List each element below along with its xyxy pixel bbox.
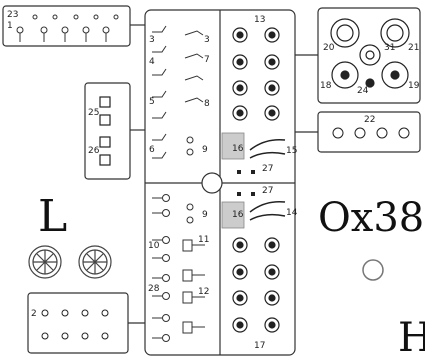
pins-part-27 — [237, 170, 255, 196]
part-number-15: 15 — [286, 146, 298, 156]
wheel-frame-parts — [330, 18, 410, 89]
part-number-25: 25 — [88, 108, 100, 118]
frame-part-2 — [27, 292, 129, 354]
frame-parts-25-26 — [84, 82, 131, 180]
part-16-upper — [221, 132, 245, 160]
part-number-18: 18 — [320, 81, 332, 91]
part-number-10: 10 — [148, 241, 160, 251]
part-number-2: 2 — [31, 309, 37, 319]
hub-row-1 — [232, 27, 280, 43]
wheel-rim-19 — [381, 61, 409, 89]
part-number-16b: 16 — [232, 210, 244, 220]
hub-row-5 — [232, 237, 280, 253]
arms-parts-14-15 — [249, 138, 286, 221]
big-text-right: Ox38 — [318, 196, 425, 240]
part-number-4: 4 — [149, 57, 155, 67]
part-number-26: 26 — [88, 146, 100, 156]
pegs-part-22 — [332, 127, 410, 139]
part-number-14: 14 — [286, 208, 298, 218]
part-number-16a: 16 — [232, 144, 244, 154]
big-letter-bottom: H — [398, 316, 425, 360]
part-number-11: 11 — [198, 235, 210, 245]
pegs-part-23 — [16, 14, 119, 42]
part-number-9a: 9 — [202, 145, 208, 155]
part-number-20: 20 — [323, 43, 335, 53]
part-number-8: 8 — [204, 99, 210, 109]
part-number-27b: 27 — [262, 186, 274, 196]
part-number-3b: 3 — [204, 35, 210, 45]
star-part-24 — [365, 78, 375, 88]
hub-row-4 — [232, 105, 280, 121]
gear-wheel-21 — [380, 18, 410, 48]
part-16-lower — [221, 201, 245, 229]
hub-row-6 — [232, 264, 280, 280]
sprue-gate-ring — [201, 172, 223, 194]
middle-column-parts — [182, 30, 205, 334]
part-number-13: 13 — [254, 15, 266, 25]
pegs-part-2 — [41, 309, 109, 340]
part-number-3a: 3 — [149, 35, 155, 45]
part-number-24: 24 — [357, 86, 369, 96]
hub-row-2 — [232, 54, 280, 70]
gear-wheel-20 — [330, 18, 360, 48]
part-number-1: 1 — [7, 21, 13, 31]
spoked-wheels-L — [28, 245, 112, 279]
empty-ring — [362, 259, 384, 281]
big-letter-left: L — [38, 191, 68, 242]
part-number-22: 22 — [364, 115, 376, 125]
part-number-27a: 27 — [262, 164, 274, 174]
blocks-parts-25-26 — [99, 96, 111, 166]
part-number-6: 6 — [149, 145, 155, 155]
hub-grid — [232, 27, 280, 333]
part-number-28: 28 — [148, 284, 160, 294]
wheel-rim-18 — [331, 61, 359, 89]
part-number-23: 23 — [7, 10, 19, 20]
hub-row-7 — [232, 290, 280, 306]
part-number-9b: 9 — [202, 210, 208, 220]
left-column-parts — [152, 25, 170, 342]
part-number-17: 17 — [254, 341, 266, 351]
part-number-31: 31 — [384, 43, 396, 53]
hub-row-3 — [232, 80, 280, 96]
ring-31 — [359, 44, 381, 66]
hub-row-8 — [232, 317, 280, 333]
part-number-12: 12 — [198, 287, 210, 297]
part-number-5: 5 — [149, 97, 155, 107]
part-number-21: 21 — [408, 43, 420, 53]
part-number-7: 7 — [204, 55, 210, 65]
part-number-19: 19 — [408, 81, 420, 91]
frame-part-23 — [2, 5, 131, 47]
